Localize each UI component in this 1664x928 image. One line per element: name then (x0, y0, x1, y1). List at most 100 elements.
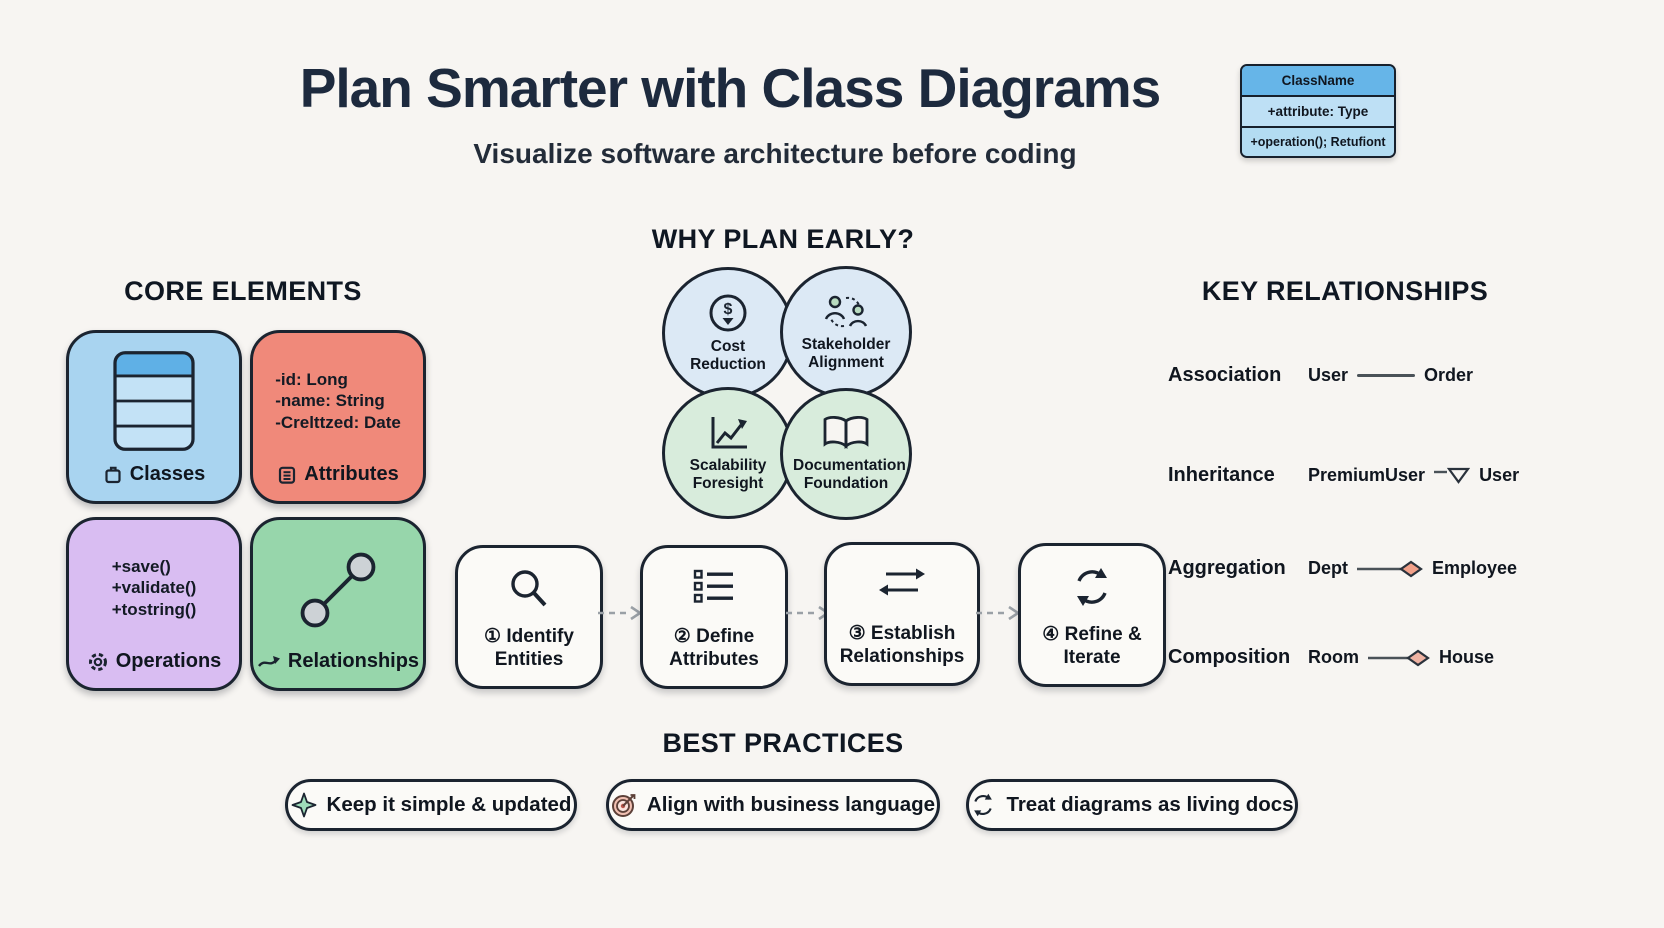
uml-operation-row: +operation(); Retufiont (1242, 126, 1394, 156)
core-element-card-operations: +save() +validate() +tostring() Operatio… (66, 517, 242, 691)
people-sync-icon (824, 295, 868, 328)
step-label: ① Identify Entities (458, 626, 600, 672)
relationships-label: Relationships (287, 650, 420, 672)
link-nodes-icon (300, 552, 376, 628)
refresh-icon (1077, 568, 1107, 606)
relationship-left-entity: PremiumUser (1308, 465, 1426, 485)
step-text: Define Attributes (669, 626, 759, 671)
relationship-name: Inheritance (1168, 464, 1275, 486)
pill-label: Treat diagrams as living docs (1006, 793, 1294, 816)
classes-label: Classes (129, 463, 206, 485)
benefit-circle-scalability-foresight: Scalability Foresight (662, 387, 794, 519)
classes-label-row: Classes (103, 463, 206, 486)
sparkle-icon (291, 792, 316, 818)
swap-arrows-icon (879, 568, 925, 596)
benefit-circle-stakeholder-alignment: Stakeholder Alignment (780, 266, 912, 398)
relationship-name: Association (1168, 364, 1282, 386)
dashed-arrow-icon (976, 605, 1020, 621)
checklist-icon (693, 569, 733, 603)
best-practice-pill-simple: Keep it simple & updated (285, 779, 577, 831)
step-text: Identify Entities (494, 626, 574, 671)
step-text: Establish Relationships (839, 623, 965, 668)
operations-label-row: Operations (87, 650, 222, 673)
process-step-identify-entities: ① Identify Entities (455, 545, 603, 689)
inheritance-triangle-icon (1434, 467, 1471, 484)
relationship-row-aggregation: Aggregation Dept Employee (1168, 557, 1648, 580)
process-step-establish-relationships: ③ Establish Relationships (824, 542, 980, 686)
attributes-label: Attributes (304, 463, 399, 485)
growth-chart-icon (711, 417, 747, 449)
step-number: ④ (1042, 624, 1060, 646)
relationships-label-row: Relationships (257, 650, 419, 673)
attribute-line: -id: Long (275, 370, 348, 389)
core-elements-heading: CORE ELEMENTS (124, 276, 362, 306)
magnifier-icon (511, 570, 547, 607)
target-icon (611, 794, 636, 817)
uml-attribute-row: +attribute: Type (1242, 95, 1394, 126)
operations-label: Operations (115, 650, 222, 672)
process-step-refine-iterate: ④ Refine & Iterate (1018, 543, 1166, 687)
relationship-row-association: Association User Order (1168, 364, 1648, 387)
aggregation-diamond-icon (1357, 559, 1423, 579)
relationship-row-composition: Composition Room House (1168, 646, 1648, 669)
core-element-card-classes: Classes (66, 330, 242, 504)
page-subtitle: Visualize software architecture before c… (473, 138, 1077, 169)
association-line (1357, 374, 1416, 377)
operation-line: +tostring() (111, 599, 197, 619)
class-table-icon (113, 351, 195, 451)
uml-class-sample: ClassName +attribute: Type +operation();… (1240, 64, 1396, 158)
process-step-define-attributes: ② Define Attributes (640, 545, 788, 689)
relationship-right-entity: User (1479, 465, 1520, 485)
attributes-label-row: Attributes (277, 463, 399, 486)
refresh-icon (974, 793, 993, 817)
step-number: ① (484, 626, 502, 648)
open-book-icon (823, 416, 869, 450)
gear-icon (88, 652, 107, 671)
step-label: ③ Establish Relationships (827, 623, 977, 669)
page-title: Plan Smarter with Class Diagrams (299, 57, 1162, 119)
attribute-line: -name: String (275, 391, 385, 411)
relationship-left-entity: User (1308, 365, 1349, 385)
step-number: ② (673, 626, 691, 648)
relationship-right-entity: Employee (1432, 558, 1518, 578)
attribute-line: -Crelttzed: Date (275, 412, 401, 432)
core-element-card-relationships: Relationships (250, 517, 426, 691)
operation-line: +save() (111, 557, 171, 576)
relationship-right-entity: Order (1424, 365, 1474, 385)
core-element-card-attributes: -id: Long -name: String -Crelttzed: Date… (250, 330, 426, 504)
circle-label: Stakeholder Alignment (801, 336, 891, 371)
step-label: ② Define Attributes (643, 626, 785, 672)
composition-diamond-icon (1368, 648, 1430, 668)
step-label: ④ Refine & Iterate (1021, 624, 1163, 670)
relationship-name: Aggregation (1168, 557, 1286, 579)
benefit-circle-documentation-foundation: Documentation Foundation (780, 388, 912, 520)
dollar-reduction-icon: $ (709, 294, 747, 332)
relationship-right-entity: House (1439, 647, 1495, 667)
step-number: ③ (848, 623, 866, 645)
note-lines-icon (279, 466, 296, 484)
attribute-lines: -id: Long -name: String -Crelttzed: Date (275, 369, 401, 433)
circle-label: Scalability Foresight (689, 457, 767, 492)
circle-label: Cost Reduction (690, 338, 766, 373)
circle-label: Documentation Foundation (793, 457, 906, 492)
operation-line: +validate() (111, 578, 197, 598)
best-practice-pill-living-docs: Treat diagrams as living docs (966, 779, 1298, 831)
relationship-name: Composition (1168, 646, 1291, 668)
relationship-left-entity: Dept (1308, 558, 1348, 578)
why-plan-early-heading: WHY PLAN EARLY? (651, 224, 915, 254)
relationship-row-inheritance: Inheritance PremiumUser User (1168, 464, 1648, 487)
benefit-circle-cost-reduction: $ Cost Reduction (662, 267, 794, 399)
key-relationships-heading: KEY RELATIONSHIPS (1201, 276, 1489, 306)
operation-lines: +save() +validate() +tostring() (112, 556, 197, 620)
best-practice-pill-business-language: Align with business language (606, 779, 940, 831)
clipboard-icon (105, 466, 121, 483)
relationship-left-entity: Room (1308, 647, 1359, 667)
best-practices-heading: BEST PRACTICES (662, 728, 904, 758)
pill-label: Keep it simple & updated (326, 793, 572, 816)
step-text: Refine & Iterate (1063, 624, 1142, 669)
dashed-arrow-icon (598, 605, 642, 621)
pill-label: Align with business language (646, 793, 936, 816)
arrow-doodle-icon (257, 655, 280, 667)
uml-class-name: ClassName (1242, 66, 1394, 95)
